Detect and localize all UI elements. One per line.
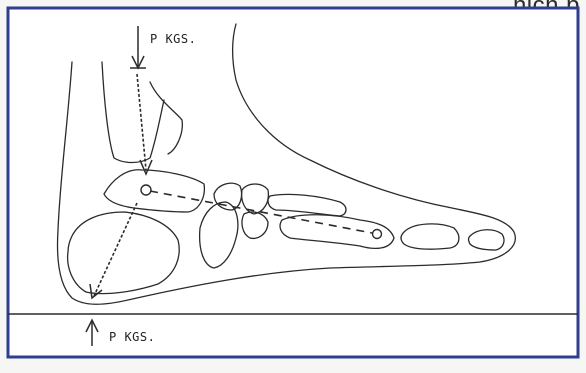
- top-load-label: P KGS.: [150, 32, 196, 46]
- bottom-load-label: P KGS.: [109, 330, 155, 344]
